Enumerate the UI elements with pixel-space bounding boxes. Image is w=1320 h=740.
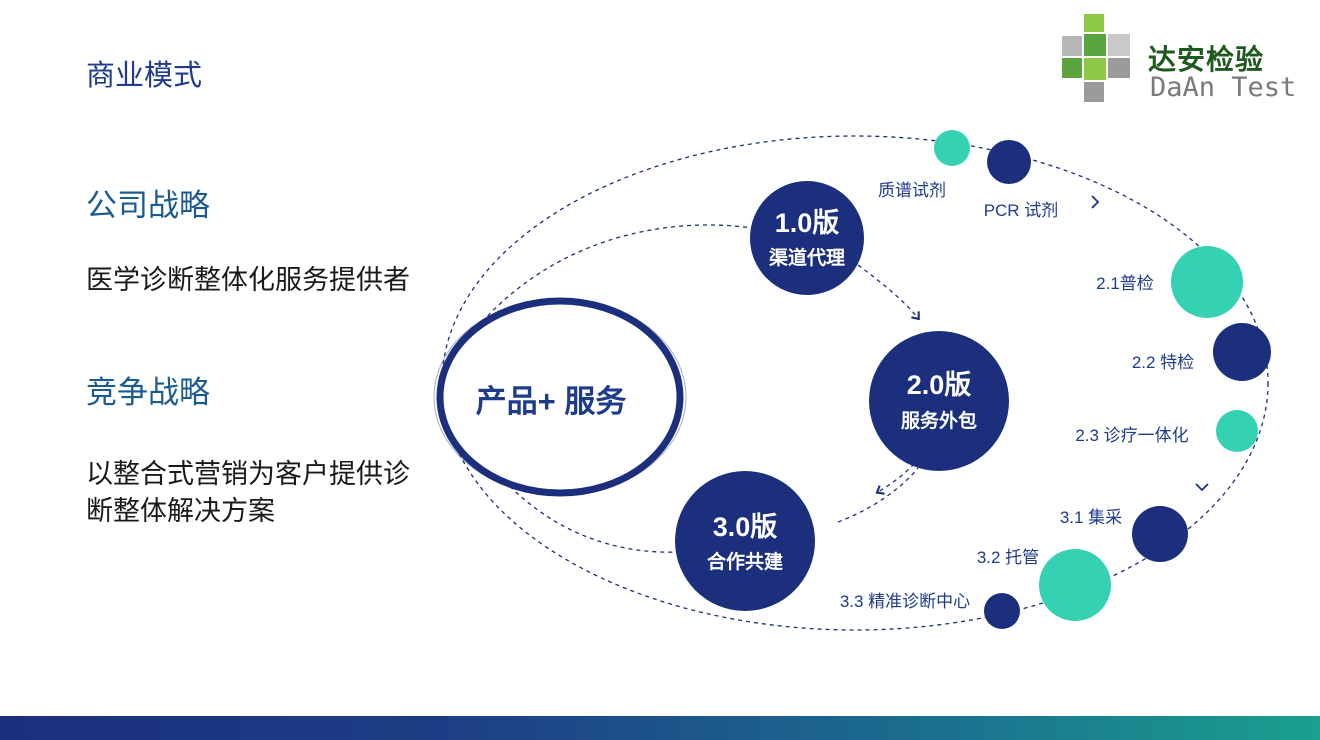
stage-2: 2.0版 服务外包: [869, 331, 1009, 471]
stage2-to-stage3-arrow: [875, 451, 926, 495]
company-strategy-text: 医学诊断整体化服务提供者: [86, 265, 410, 296]
node-navy-top: [987, 140, 1031, 184]
label-3-2: 3.2 托管: [977, 548, 1039, 567]
core-to-stage1-line: [439, 224, 753, 381]
footer-bar: [0, 716, 1320, 740]
stage-1-version: 1.0版: [775, 208, 840, 238]
node-navy-2-2: [1213, 323, 1271, 381]
stage-2-version: 2.0版: [907, 370, 972, 400]
core-label: 产品+ 服务: [476, 384, 627, 419]
competitive-strategy-text-line1: 以整合式营销为客户提供诊: [86, 459, 410, 490]
logo-name-cn: 达安检验: [1148, 43, 1265, 76]
stage-3: 3.0版 合作共建: [675, 471, 815, 611]
logo-mark-icon: [1062, 14, 1130, 102]
label-2-1: 2.1普检: [1096, 274, 1154, 293]
logo-name-en: DaAn Test: [1150, 72, 1297, 103]
node-navy-3-3: [984, 593, 1020, 629]
core-to-stage3-line: [439, 379, 679, 553]
competitive-strategy-text-line2: 断整体解决方案: [86, 496, 275, 527]
node-navy-3-1: [1132, 506, 1188, 562]
stage-1-label: 渠道代理: [769, 246, 845, 269]
stage-2-label: 服务外包: [901, 409, 977, 432]
competitive-strategy-heading: 竞争战略: [86, 375, 210, 411]
page-title: 商业模式: [86, 58, 203, 92]
label-3-1: 3.1 集采: [1060, 508, 1122, 527]
stage-3-label: 合作共建: [707, 550, 783, 573]
label-2-3: 2.3 诊疗一体化: [1075, 426, 1188, 445]
core-ellipse: [436, 297, 684, 497]
stage3-return-line: [837, 467, 919, 523]
outer-orbit: [441, 135, 1269, 631]
stage-3-version: 3.0版: [713, 512, 778, 542]
node-teal-2-1: [1171, 246, 1243, 318]
label-mass-spec-reagent: 质谱试剂: [878, 181, 946, 200]
orbit-arrow-top: [1091, 195, 1100, 209]
label-2-2: 2.2 特检: [1132, 353, 1194, 372]
node-teal-2-3: [1216, 410, 1258, 452]
stage1-to-stage2-arrow: [857, 264, 920, 321]
node-teal-top: [934, 130, 970, 166]
node-teal-3-2: [1039, 549, 1111, 621]
company-strategy-heading: 公司战略: [86, 188, 210, 224]
label-pcr-reagent: PCR 试剂: [984, 201, 1059, 220]
orbit-arrow-right: [1195, 483, 1209, 492]
stage-1: 1.0版 渠道代理: [750, 181, 864, 295]
label-3-3: 3.3 精准诊断中心: [840, 592, 970, 611]
